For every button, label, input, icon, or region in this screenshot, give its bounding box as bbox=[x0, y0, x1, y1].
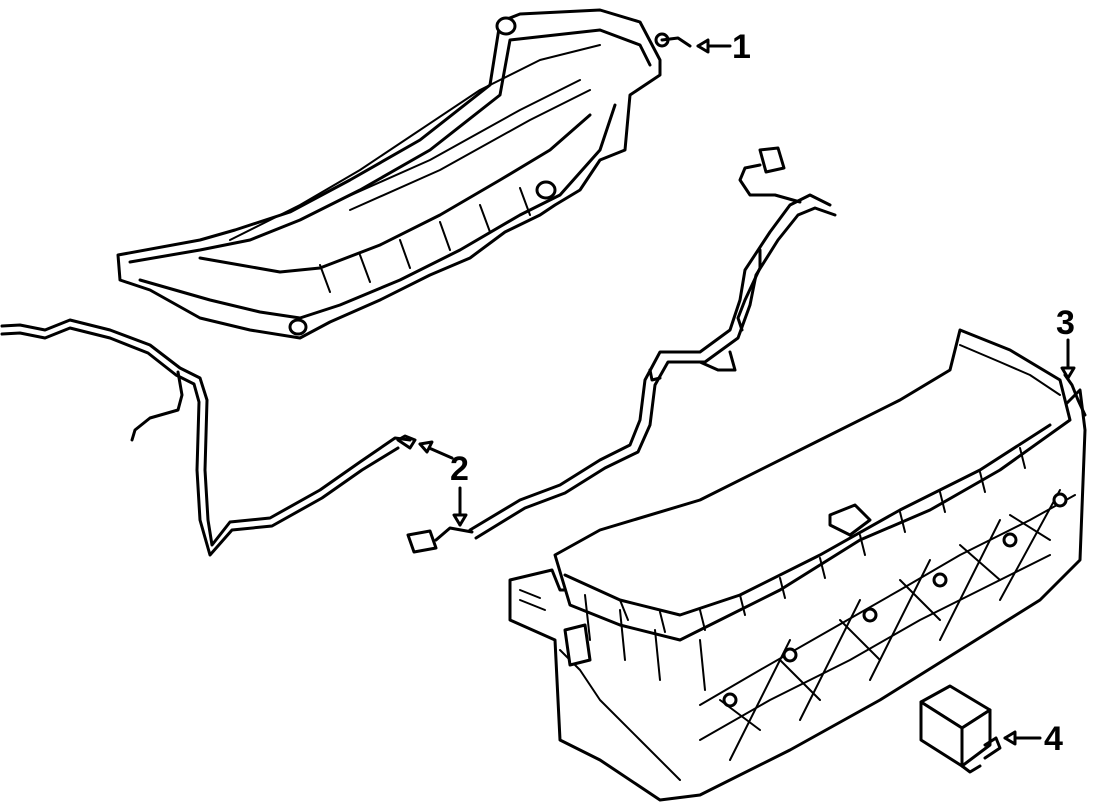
wire-harness bbox=[0, 146, 837, 557]
callout-3: 3 bbox=[1056, 304, 1075, 342]
callout-arrows bbox=[418, 38, 1076, 746]
callout-4: 4 bbox=[1044, 720, 1063, 758]
callout-1: 1 bbox=[732, 28, 751, 66]
callout-2: 2 bbox=[450, 450, 469, 488]
control-module bbox=[919, 684, 1002, 774]
battery-pack bbox=[508, 328, 1087, 802]
battery-cover bbox=[116, 8, 692, 340]
